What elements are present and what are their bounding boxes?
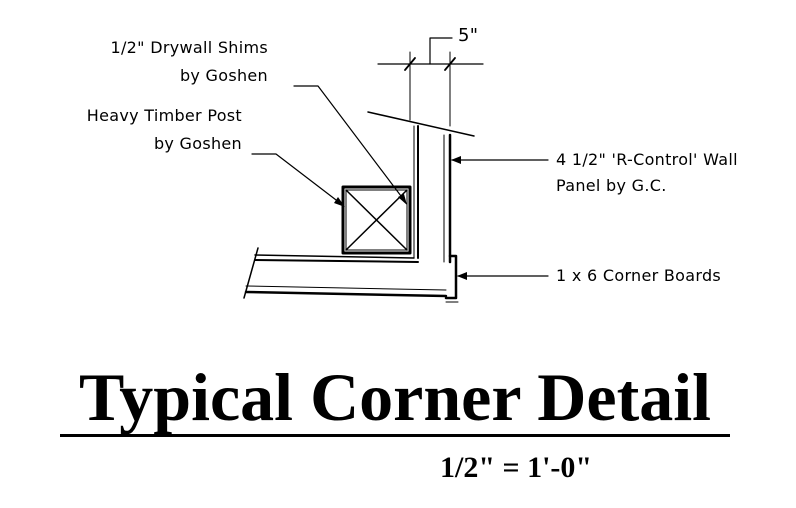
callout-timber-post-line-1: Heavy Timber Post [86,106,242,125]
horizontal-wall-panel [244,254,448,298]
callout-wall-panel-line-1: 4 1/2" 'R-Control' Wall [556,150,738,169]
callout-wall-panel-line-2: Panel by G.C. [556,176,667,195]
timber-post [341,185,412,255]
dimension-marks [377,37,484,127]
title-underline [60,434,730,437]
callout-drywall-shims-line-2: by Goshen [179,66,268,85]
leader-lines [251,85,549,277]
vertical-wall-panel [413,125,452,264]
dimension-label: 5" [458,25,479,46]
leader-arrowheads [334,156,467,280]
drawing-scale: 1/2" = 1'-0" [440,451,593,484]
callout-drywall-shims-line-1: 1/2" Drywall Shims [110,38,268,57]
drawing-title: Typical Corner Detail [78,359,712,435]
callout-corner-boards: 1 x 6 Corner Boards [556,266,722,285]
corner-boards [444,254,459,303]
callout-timber-post-line-2: by Goshen [153,134,242,153]
break-lines [243,111,475,299]
